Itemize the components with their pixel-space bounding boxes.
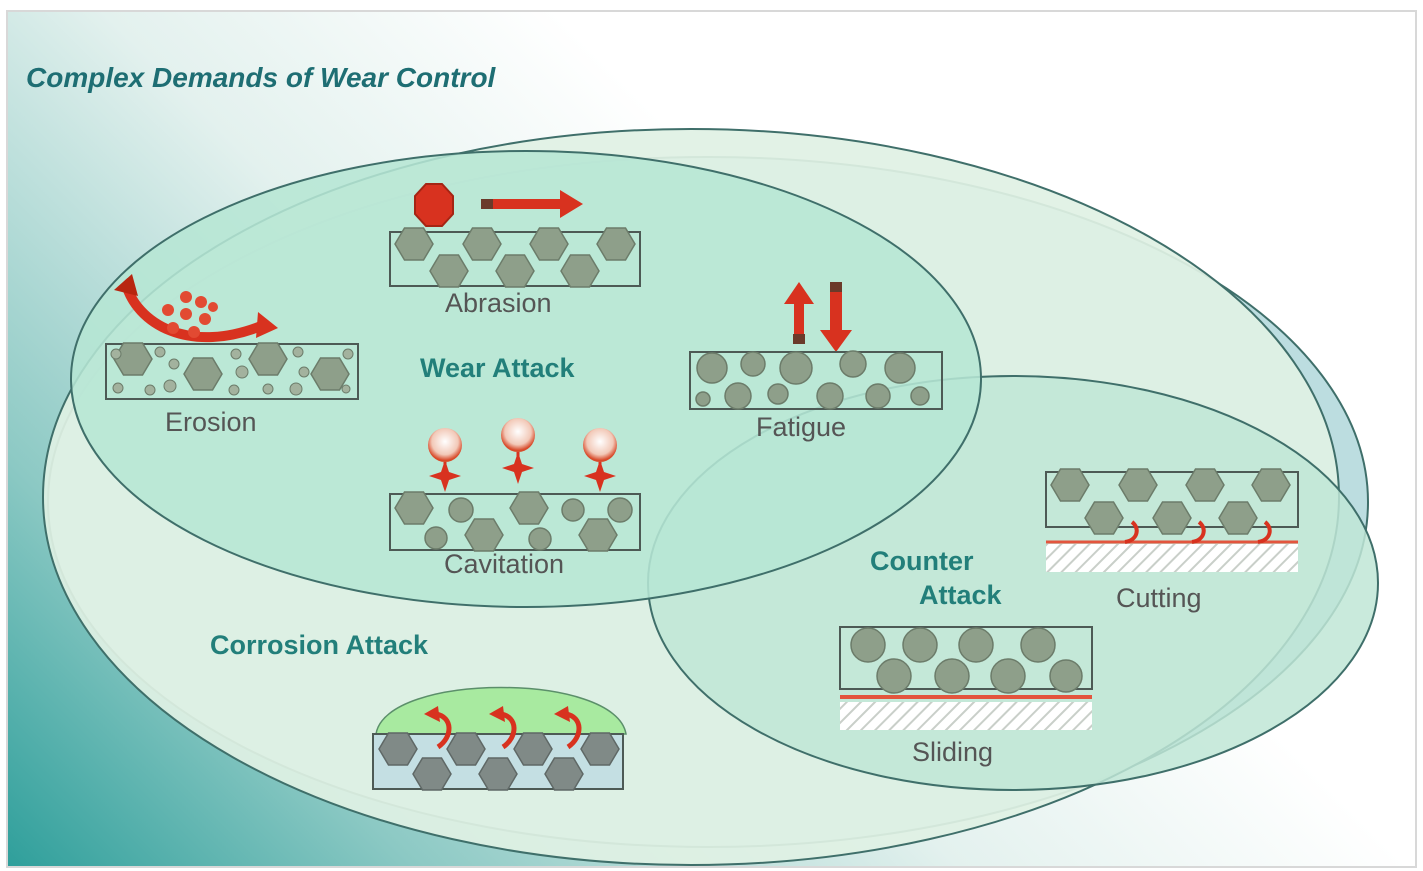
cavitation-label: Cavitation: [444, 549, 565, 579]
cutting-label: Cutting: [1116, 583, 1202, 613]
cutting-icon: [1045, 468, 1299, 572]
diagram-frame: Complex Demands of Wear Control Wear Att…: [6, 10, 1417, 868]
fatigue-icon: [689, 282, 943, 410]
wear-control-venn: [42, 128, 1379, 866]
counter-attack-label-line2: Attack: [919, 580, 1002, 610]
corrosion-attack-label: Corrosion Attack: [210, 630, 429, 660]
fatigue-label: Fatigue: [756, 412, 847, 442]
wear-attack-ellipse: [70, 150, 982, 608]
diagram-title: Complex Demands of Wear Control: [26, 62, 496, 93]
erosion-label: Erosion: [165, 407, 257, 437]
cavitation-icon: [389, 418, 641, 552]
counter-attack-label-line1: Counter: [870, 546, 974, 576]
wear-attack-label: Wear Attack: [420, 353, 575, 383]
abrasion-icon: [389, 183, 641, 288]
erosion-icon: [105, 274, 359, 400]
sliding-label: Sliding: [912, 737, 994, 767]
abrasion-label: Abrasion: [445, 288, 552, 318]
corrosion-icon: [372, 686, 627, 791]
sliding-icon: [839, 626, 1093, 730]
